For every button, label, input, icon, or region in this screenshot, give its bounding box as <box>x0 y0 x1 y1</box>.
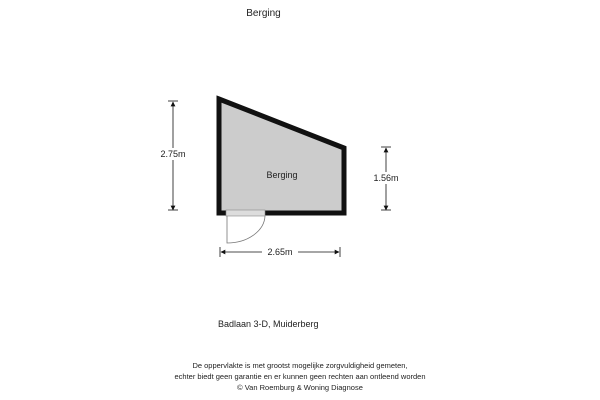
dimension-right-label: 1.56m <box>373 173 398 183</box>
door-opening <box>225 209 266 217</box>
dimension-bottom: 2.65m <box>219 246 341 258</box>
copyright: © Van Roemburg & Woning Diagnose <box>237 383 363 392</box>
dimension-left: 2.75m <box>155 100 191 211</box>
room-berging <box>216 95 347 216</box>
room-label: Berging <box>266 170 297 180</box>
door-swing <box>226 215 266 244</box>
disclaimer-line: echter biedt geen garantie en er kunnen … <box>174 372 426 381</box>
address: Badlaan 3-D, Muiderberg <box>218 319 319 329</box>
disclaimer-line: De oppervlakte is met grootst mogelijke … <box>192 361 408 370</box>
floor-title: Berging <box>246 8 281 19</box>
dimension-bottom-label: 2.65m <box>267 247 292 257</box>
dimension-right: 1.56m <box>368 146 404 211</box>
dimension-left-label: 2.75m <box>160 149 185 159</box>
